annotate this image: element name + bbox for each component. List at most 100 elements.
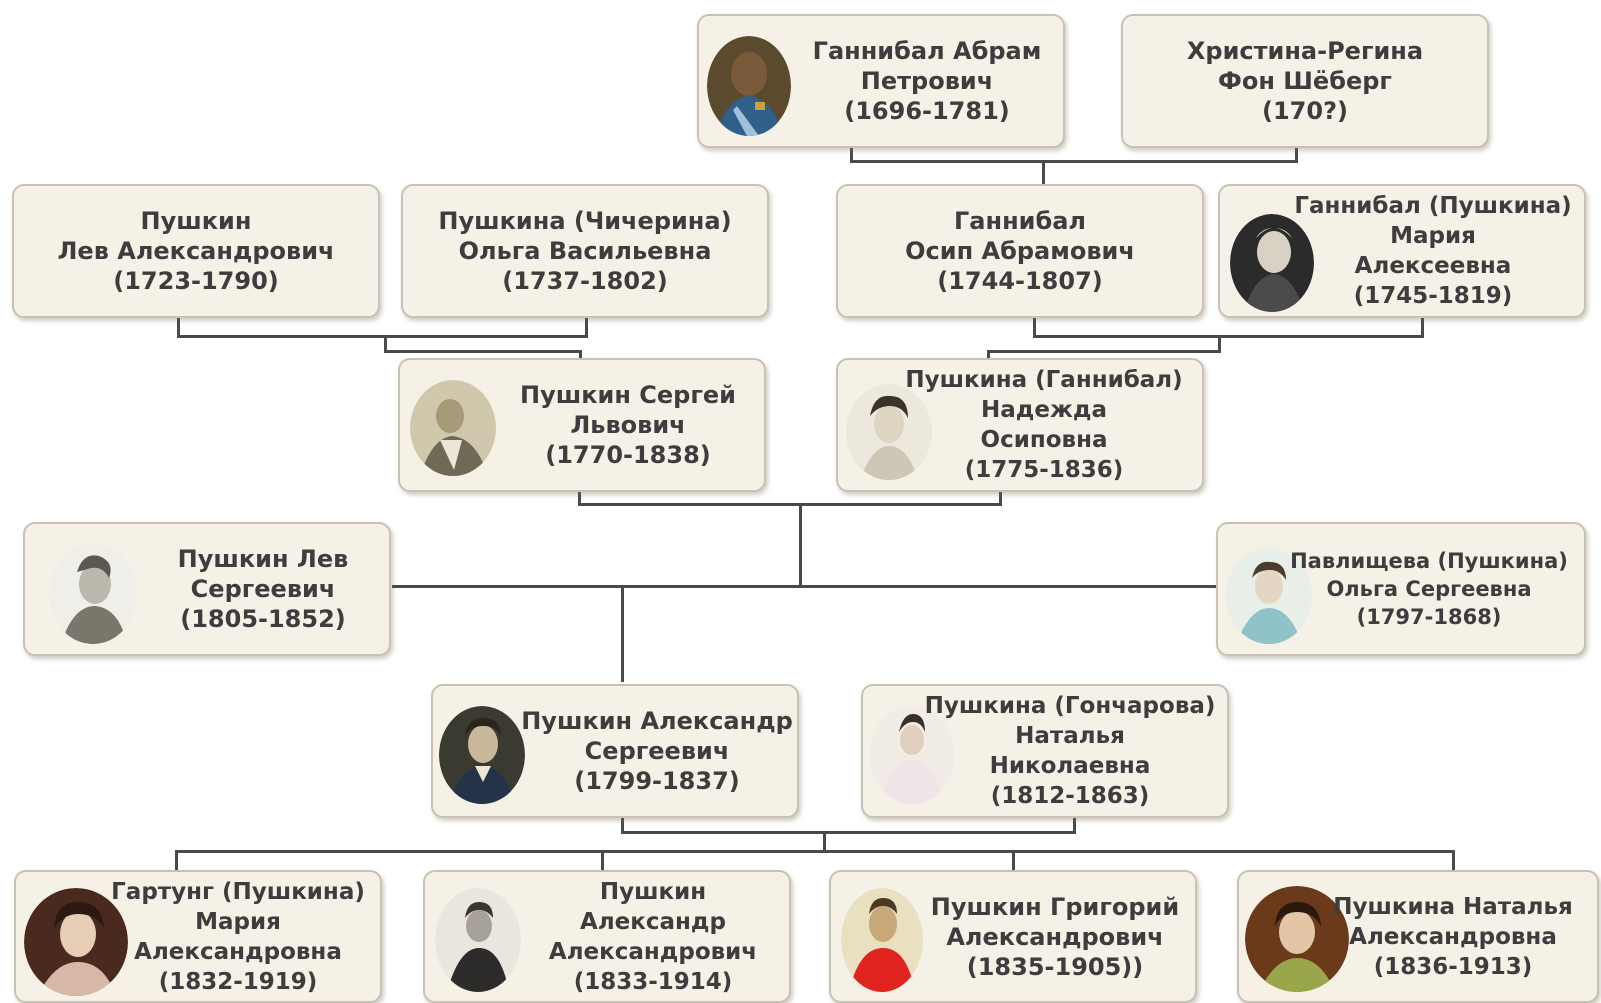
connector [1421,318,1424,338]
portrait-icon [1230,214,1314,312]
person-dates: (1775-1836) [964,457,1124,483]
connector [850,148,853,162]
person-name-line: Гартунг (Пушкина) [111,878,365,905]
person-name-line: Мария [195,908,281,935]
person-card-alexander-sergeevich: Пушкин Александр Сергеевич (1799-1837) [431,684,799,818]
connector [999,490,1002,506]
person-dates: (1737-1802) [502,267,668,295]
person-card-alexander-alexandrovich: Пушкин Александр Александрович (1833-191… [423,870,791,1003]
person-name-line: Пушкин [140,207,252,235]
person-name-line: Ганнибал Абрам [812,37,1042,65]
person-name-line: Ганнибал [954,207,1086,235]
person-dates: (1770-1838) [545,441,711,469]
connector [1452,850,1455,872]
person-name-line: Надежда [981,397,1107,423]
person-dates: (1744-1807) [937,267,1103,295]
person-dates: (1812-1863) [990,783,1150,809]
person-card-nadezhda: Пушкина (Ганнибал) Надежда Осиповна (177… [836,358,1204,492]
person-card-olga-vasilievna: Пушкина (Чичерина) Ольга Васильевна (173… [401,184,769,318]
portrait-icon [846,384,932,480]
person-name-line: Пушкин Александр [521,707,793,735]
person-name-line: Петрович [860,67,994,95]
person-card-osip: Ганнибал Осип Абрамович (1744-1807) [836,184,1204,318]
connector [585,318,588,338]
person-name-line: Ольга Васильевна [458,237,712,265]
connector [384,350,582,353]
person-name-line: Пушкин [599,878,707,905]
person-name-line: Фон Шёберг [1218,67,1392,95]
person-name-line: Мария [1390,223,1476,249]
connector [1295,148,1298,162]
person-name-line: Наталья [1015,723,1125,749]
person-name-line: Александровна [1349,923,1557,950]
connector [823,831,826,853]
person-dates: (1723-1790) [113,267,279,295]
person-name-line: Пушкина (Чичерина) [438,207,732,235]
person-name-line: Пушкин Лев [177,545,349,573]
person-dates: (1797-1868) [1356,605,1502,629]
person-card-abram: Ганнибал Абрам Петрович (1696-1781) [697,14,1065,148]
connector [621,831,1076,834]
person-name-line: Пушкина Наталья [1333,893,1573,920]
person-name-line: Львович [570,411,686,439]
person-dates: (1805-1852) [180,605,346,633]
connector [621,818,624,834]
portrait-icon [435,888,521,992]
portrait-icon [439,706,525,804]
person-dates: (1836-1913) [1373,953,1533,980]
person-name-line: Пушкин Сергей [520,381,736,409]
person-name-line: Сергеевич [190,575,336,603]
person-dates: (1696-1781) [844,97,1010,125]
connector [1033,335,1424,338]
connector [579,350,582,360]
person-card-natalia-nikolaevna: Пушкина (Гончарова) Наталья Николаевна (… [861,684,1229,818]
portrait-icon [49,544,137,644]
person-name-line: Ольга Сергеевна [1326,577,1532,601]
person-name-line: Осиповна [980,427,1108,453]
connector [177,335,588,338]
connector [799,503,802,588]
person-name-line: Лев Александрович [57,237,335,265]
person-card-lev-alexandrovich: Пушкин Лев Александрович (1723-1790) [12,184,380,318]
person-card-christina: Христина-Регина Фон Шёберг (170?) [1121,14,1489,148]
person-name-line: Александрович [548,938,758,965]
person-name-line: Александр [580,908,726,935]
person-name-line: Осип Абрамович [905,237,1135,265]
connector [850,160,1298,163]
person-card-sergey: Пушкин Сергей Львович (1770-1838) [398,358,766,492]
person-dates: (1833-1914) [573,968,733,995]
connector [987,350,990,360]
person-card-lev-sergeevich: Пушкин Лев Сергеевич (1805-1852) [23,522,391,656]
connector [384,335,387,353]
person-card-natalia-alexandrovna: Пушкина Наталья Александровна (1836-1913… [1237,870,1599,1003]
person-name-line: Ганнибал (Пушкина) [1294,193,1572,219]
person-name-line: Пушкина (Ганнибал) [905,367,1183,393]
connector [175,850,1455,853]
portrait-icon [841,888,923,992]
connector [578,490,581,506]
portrait-icon [410,380,496,476]
connector [177,318,180,338]
portrait-icon [1226,548,1312,644]
connector [1218,335,1221,353]
person-name-line: Христина-Регина [1186,37,1424,65]
person-dates: (1745-1819) [1353,283,1513,309]
person-name-line: Александрович [946,922,1164,951]
person-dates: (1799-1837) [574,767,740,795]
person-dates: (1832-1919) [158,968,318,995]
connector [1073,818,1076,834]
portrait-icon [24,888,128,996]
portrait-icon [1245,886,1349,992]
connector [1033,318,1036,338]
connector [392,585,1216,588]
connector [1012,850,1015,872]
person-card-olga-sergeevna: Павлищева (Пушкина) Ольга Сергеевна (179… [1216,522,1586,656]
person-name-line: Пушкина (Гончарова) [924,693,1216,719]
person-card-grigory: Пушкин Григорий Александрович (1835-1905… [829,870,1197,1003]
portrait-icon [707,36,791,136]
person-dates: (170?) [1262,97,1348,125]
person-name-line: Александровна [134,938,342,965]
person-name-line: Николаевна [989,753,1151,779]
person-card-maria-alekseevna: Ганнибал (Пушкина) Мария Алексеевна (174… [1218,184,1586,318]
